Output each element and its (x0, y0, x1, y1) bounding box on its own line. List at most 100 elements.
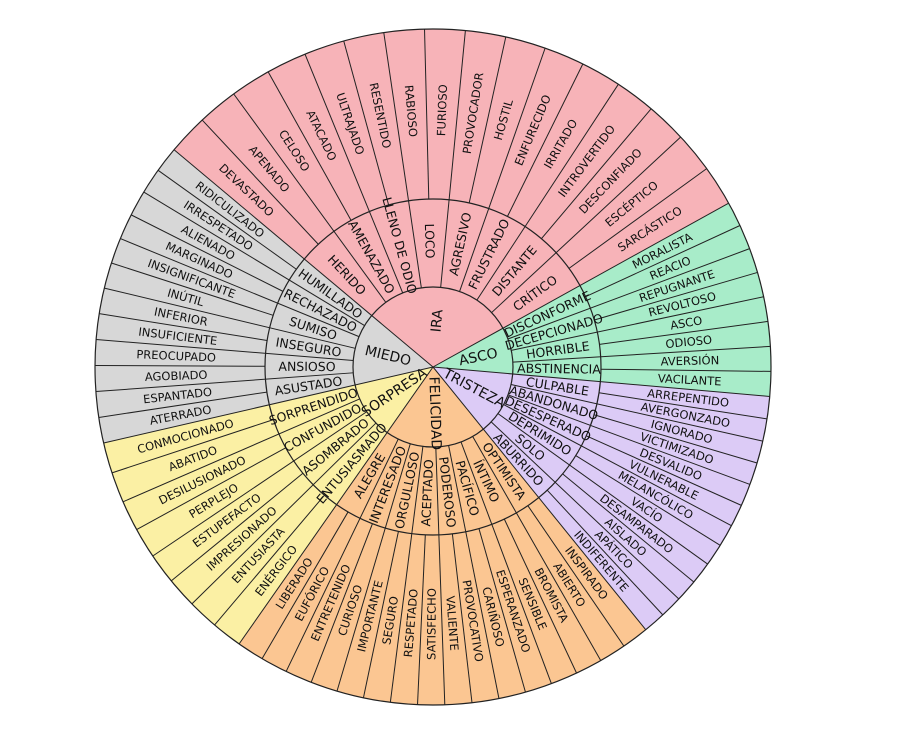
divider-lleno-de-odio (304, 53, 404, 294)
divider-respetado (417, 534, 426, 705)
divider-desesperado (507, 394, 751, 485)
divider-revoltoso (594, 271, 758, 321)
divider-horrible (511, 296, 764, 351)
outer-label-satisfecho: SATISFECHO (424, 588, 438, 660)
divider-confundido (152, 411, 367, 557)
divider-irritado (507, 63, 584, 217)
divider-inferior (99, 313, 268, 341)
divider-asco-start (432, 202, 729, 368)
divider-ansioso (95, 372, 354, 393)
divider-conmocionado (111, 419, 274, 474)
divider-inseguro (96, 339, 354, 361)
divider-abierto (527, 505, 625, 647)
divider-insignificante (111, 262, 274, 316)
divider-indiferente (546, 489, 664, 616)
divider-vulnerable (586, 435, 742, 506)
divider-deprimido (503, 404, 732, 527)
divider-resentido (343, 40, 390, 206)
divider-rechazado (120, 238, 360, 338)
wedge-sorpresa (103, 367, 434, 644)
divider-loco (383, 32, 422, 288)
outer-label-preocupado: PREOCUPADO (136, 347, 216, 364)
divider-aceptado (435, 446, 446, 705)
divider-reacio (585, 225, 741, 298)
divider-sorprendido (122, 398, 360, 503)
divider-tristeza-start (432, 366, 770, 397)
divider-apenado (201, 119, 319, 245)
divider-aburrido (490, 421, 680, 600)
mid-label-loco: LOCO (422, 223, 438, 258)
divider-alienado (130, 214, 284, 292)
divider-intimo (472, 436, 602, 661)
divider-miedo-start (103, 366, 434, 444)
divider-avergonzado (598, 392, 768, 420)
divider-furioso (424, 29, 430, 200)
divider-interesado (336, 443, 411, 692)
ring-2 (94, 28, 772, 706)
outer-label-rabioso: RABIOSO (402, 84, 420, 137)
core-label-felicidad: FELICIDAD (425, 376, 444, 450)
divider-asombrado (191, 422, 377, 605)
divider-valiente (451, 533, 473, 703)
wedge-asco (433, 203, 771, 397)
wheel-wedges (94, 29, 771, 705)
divider-alegre (285, 438, 399, 672)
divider-decepcionado (507, 248, 750, 340)
divider-ridiculizado (157, 169, 297, 270)
divider-felicidad-start (432, 366, 647, 630)
divider-importante (362, 531, 399, 698)
core-label-asco: ASCO (458, 345, 500, 369)
divider-entusiasta (214, 494, 325, 626)
divider-sumiso (104, 287, 356, 349)
mid-label-ansioso: ANSIOSO (278, 359, 335, 374)
outer-label-valiente: VALIENTE (443, 595, 461, 651)
divider-espantado (98, 391, 267, 418)
wedge-ira (174, 29, 729, 368)
mid-label-abstinencia: ABSTINENCIA (517, 361, 601, 377)
outer-label-vacilante: VACILANTE (658, 371, 722, 388)
divider-hostil (468, 36, 507, 204)
wedge-miedo (94, 149, 433, 444)
divider-vacilante (600, 368, 771, 372)
wedge-tristeza (433, 367, 770, 630)
ring-1 (264, 198, 602, 536)
wedge-felicidad (239, 367, 646, 705)
divider-odioso (599, 320, 768, 345)
divider-entretenido (310, 523, 373, 683)
divider-abandonado (510, 384, 763, 442)
divider-amenazado (233, 93, 387, 303)
ring-0 (352, 286, 514, 448)
divider-victimizado (593, 414, 758, 464)
divider-pacifico (460, 441, 552, 684)
divider-sarcastico (568, 168, 707, 269)
divider-estupefacto (170, 472, 304, 582)
divider-liberado (261, 511, 349, 659)
divider-poderoso (448, 445, 500, 699)
divider-ira-start (173, 149, 434, 368)
divider-sorpresa-start (238, 366, 434, 645)
divider-carinoso (478, 528, 526, 693)
divider-humillado (143, 191, 365, 327)
outer-label-furioso: FURIOSO (434, 84, 450, 136)
divider-aislado (562, 473, 695, 583)
divider-vacio (575, 455, 721, 546)
mid-label-aceptado: ACEPTADO (418, 459, 436, 527)
divider-atacado (267, 71, 352, 221)
divider-desilusionado (136, 447, 286, 531)
wheel-dividers (94, 28, 772, 706)
divider-sensible (503, 518, 577, 674)
divider-preocupado (95, 365, 266, 367)
divider-orgulloso (389, 446, 424, 703)
outer-label-odioso: ODIOSO (665, 333, 713, 352)
outer-label-respetado: RESPETADO (401, 588, 421, 658)
outer-label-asco: ASCO (669, 313, 703, 332)
divider-critico (491, 136, 682, 313)
divider-distante (476, 84, 619, 301)
divider-desconfiado (541, 108, 652, 239)
outer-label-agobiado: AGOBIADO (145, 368, 208, 384)
divider-agresivo (440, 30, 466, 288)
divider-abstinencia (512, 345, 771, 363)
outer-label-aversion: AVERSIÓN (660, 352, 719, 368)
divider-frustrado (459, 47, 546, 292)
